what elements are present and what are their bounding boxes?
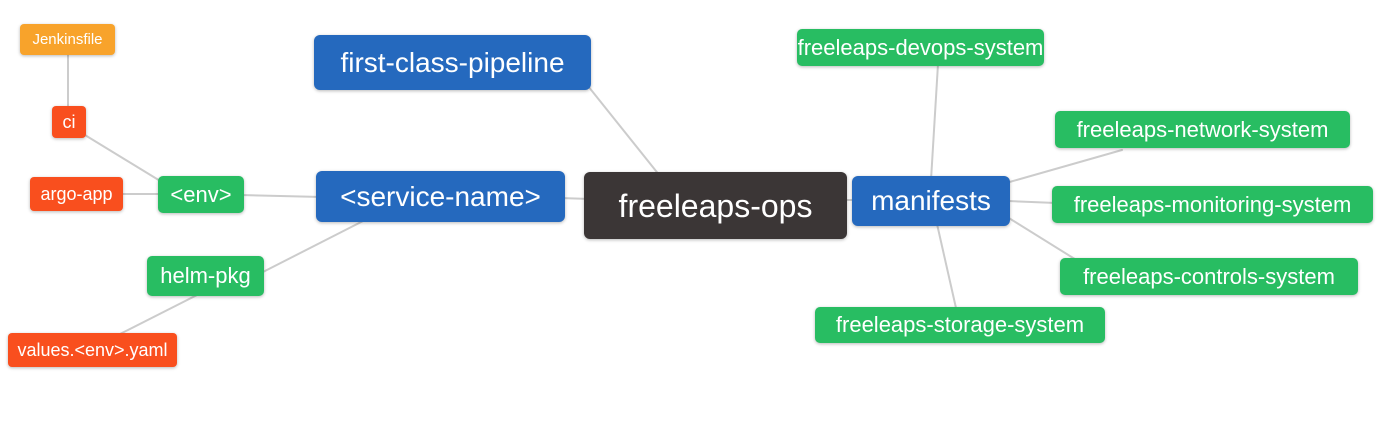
node-service-name[interactable]: <service-name> [316,171,565,222]
edge-manifests-to-freeleaps-controls-system [1003,214,1079,262]
node-freeleaps-network-system[interactable]: freeleaps-network-system [1055,111,1350,148]
node-freeleaps-storage-system[interactable]: freeleaps-storage-system [815,307,1105,343]
node-freeleaps-devops-system[interactable]: freeleaps-devops-system [797,29,1044,66]
edge-values-env-yaml-to-helm-pkg [117,293,200,336]
node-manifests[interactable]: manifests [852,176,1010,226]
node-freeleaps-monitoring-system[interactable]: freeleaps-monitoring-system [1052,186,1373,223]
edge-first-class-pipeline-to-freeleaps-ops [587,85,661,177]
node-jenkinsfile[interactable]: Jenkinsfile [20,24,115,55]
edge-manifests-to-freeleaps-network-system [1005,149,1123,184]
node-freeleaps-controls-system[interactable]: freeleaps-controls-system [1060,258,1358,295]
edge-manifests-to-freeleaps-devops-system [930,63,939,181]
node-helm-pkg[interactable]: helm-pkg [147,256,264,296]
node-argo-app[interactable]: argo-app [30,177,123,211]
node-env[interactable]: <env> [158,176,244,213]
edge-manifests-to-freeleaps-storage-system [936,223,957,309]
edge-helm-pkg-to-service-name [260,219,366,274]
node-ci[interactable]: ci [52,106,86,138]
node-freeleaps-ops[interactable]: freeleaps-ops [584,172,847,239]
node-values-env-yaml[interactable]: values.<env>.yaml [8,333,177,367]
node-first-class-pipeline[interactable]: first-class-pipeline [314,35,591,90]
edge-env-to-service-name [239,194,323,198]
edge-manifests-to-freeleaps-monitoring-system [1007,200,1057,204]
